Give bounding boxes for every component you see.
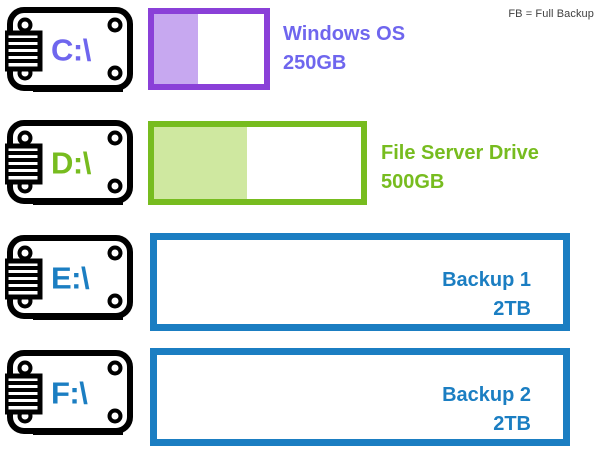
- hard-drive-icon: [5, 350, 133, 435]
- capacity-bar-fill-c: [154, 14, 198, 84]
- drive-label-d: File Server Drive 500GB: [381, 139, 539, 197]
- drive-row-c: C:\ Windows OS 250GB: [0, 2, 600, 102]
- capacity-bar-d[interactable]: [148, 121, 367, 205]
- capacity-bar-c[interactable]: [148, 8, 270, 90]
- drive-icon-c[interactable]: C:\: [5, 6, 135, 94]
- drive-row-f: F:\ Backup 2 2TB: [0, 345, 600, 450]
- hard-drive-icon: [5, 120, 133, 205]
- drive-label-f: Backup 2 2TB: [442, 381, 531, 439]
- hard-drive-icon: [5, 235, 133, 320]
- capacity-bar-e[interactable]: Backup 1 2TB: [150, 233, 570, 331]
- drive-label-size-e: 2TB: [493, 298, 531, 320]
- drive-label-name-f: Backup 2: [442, 384, 531, 406]
- drive-label-size-d: 500GB: [381, 171, 445, 193]
- drive-label-size-f: 2TB: [493, 413, 531, 435]
- drive-letter-f: F:\: [51, 375, 88, 411]
- drive-icon-f[interactable]: F:\: [5, 349, 135, 437]
- legend-full-backup: FB = Full Backup: [508, 8, 594, 20]
- drive-icon-d[interactable]: D:\: [5, 119, 135, 207]
- drive-label-name-e: Backup 1: [442, 269, 531, 291]
- capacity-bar-f[interactable]: Backup 2 2TB: [150, 348, 570, 446]
- drive-row-d: D:\ File Server Drive 500GB: [0, 115, 600, 215]
- drive-label-c: Windows OS 250GB: [283, 20, 405, 78]
- drive-letter-c: C:\: [51, 32, 91, 68]
- hard-drive-icon: [5, 7, 133, 92]
- capacity-bar-fill-d: [154, 127, 248, 199]
- drive-label-e: Backup 1 2TB: [442, 266, 531, 324]
- drive-icon-e[interactable]: E:\: [5, 234, 135, 322]
- drive-letter-e: E:\: [51, 260, 90, 296]
- drive-label-size-c: 250GB: [283, 52, 347, 74]
- drive-letter-d: D:\: [51, 145, 91, 181]
- drive-label-name-c: Windows OS: [283, 23, 406, 45]
- drive-label-name-d: File Server Drive: [381, 142, 539, 164]
- drive-row-e: E:\ Backup 1 2TB: [0, 230, 600, 335]
